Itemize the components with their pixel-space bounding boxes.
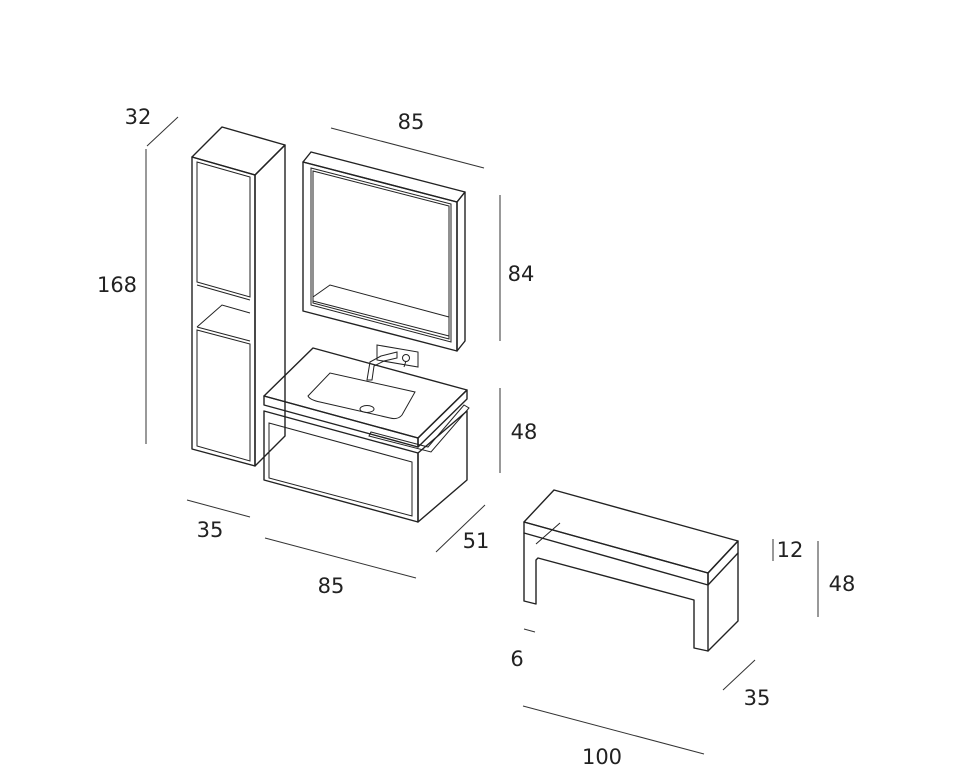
vanity-width-label: 85 xyxy=(318,574,345,598)
mirror-height-label: 84 xyxy=(508,262,535,286)
tall-column-cabinet xyxy=(191,126,286,467)
vanity-depth-label: 51 xyxy=(463,529,490,553)
mirror-width-label: 85 xyxy=(398,110,425,134)
bench-height-label: 48 xyxy=(829,572,856,596)
mirror-cabinet xyxy=(302,151,466,352)
tall-unit-width-label: 35 xyxy=(197,518,224,542)
bench-depth-label: 35 xyxy=(744,686,771,710)
bench-top-thickness-label: 12 xyxy=(777,538,804,562)
vanity-height-label: 48 xyxy=(511,420,538,444)
tall-unit-height-label: 168 xyxy=(97,273,137,297)
vanity-unit xyxy=(263,344,470,523)
bench-width-label: 100 xyxy=(582,745,622,769)
bench-leg-thickness-label: 6 xyxy=(510,647,523,671)
tall-unit-depth-label: 32 xyxy=(125,105,152,129)
bench xyxy=(523,489,739,652)
dimension-lines xyxy=(145,116,819,755)
